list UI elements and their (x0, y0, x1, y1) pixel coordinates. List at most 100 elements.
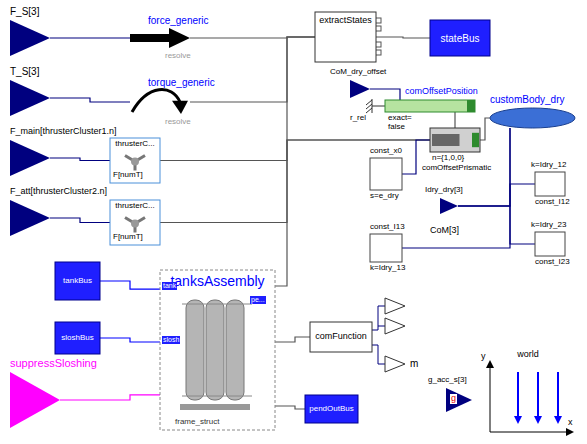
block-frame (535, 232, 565, 256)
parameter-label: resolve (165, 52, 191, 61)
torque-arc (132, 90, 180, 112)
node-label: T_S[3] (10, 66, 39, 77)
node-label: CoM_dry_offset (330, 68, 386, 77)
comfunction-outputs (372, 298, 405, 372)
node-label: k=Idry_12 (531, 161, 566, 170)
connector (275, 406, 305, 409)
bus-fill (305, 395, 358, 423)
thruster-frame (110, 200, 160, 245)
connector (50, 158, 110, 161)
node-shape (370, 234, 402, 262)
node-label: force_generic (148, 15, 209, 26)
node-shape (535, 172, 565, 196)
bus-connector: pendOutBus (305, 395, 358, 423)
port-label: pe... (250, 296, 266, 304)
node-shape (160, 270, 275, 430)
node-shape (10, 372, 60, 428)
gain-block: k=Idry_23const_I23 (535, 232, 565, 256)
gain-block: k=Idry_12const_I12 (535, 172, 565, 196)
node-shape (130, 90, 190, 114)
connector (402, 128, 510, 248)
triangle (440, 198, 458, 214)
tank-cylinder (186, 300, 204, 400)
input-triangle: T_S[3] (10, 80, 50, 116)
parameter-label: n={1,0,0} (432, 154, 464, 163)
tanks-assembly: tanksAssembly (160, 270, 275, 430)
node-label: thrusterC... (115, 140, 155, 149)
tank-struts (182, 304, 252, 396)
translation-bar (385, 100, 475, 112)
axis-heads (486, 360, 574, 436)
connector (458, 184, 535, 206)
connector (480, 118, 490, 140)
input-triangle: CoM_dry_offset (350, 80, 370, 98)
block-frame (370, 234, 402, 262)
node-label: comFunction (315, 332, 367, 342)
connector (100, 281, 160, 289)
node-label: k=Idry_13 (370, 264, 405, 273)
parameter-label: r_rel (350, 114, 366, 123)
node-shape (385, 100, 475, 112)
node-label: tankBus (63, 277, 92, 286)
triangle (10, 200, 50, 236)
signal-name: CoM[3] (430, 226, 459, 236)
node-label: world (517, 350, 539, 360)
constant-block: const_x0s=e_dry (370, 158, 402, 190)
force-block: force_generic (130, 28, 190, 48)
node-shape (10, 140, 50, 176)
block-frame (310, 322, 372, 352)
parameter-label: exact= (388, 114, 412, 123)
node-label: Idry_dry[3] (425, 186, 463, 195)
bus-connector: stateBus (430, 20, 490, 56)
node-label: k=Idry_23 (531, 221, 566, 230)
force-arrow (130, 28, 190, 48)
bus-fill (430, 20, 490, 56)
frame-end (472, 133, 479, 147)
connector (370, 89, 400, 100)
node-label: pendOutBus (309, 405, 353, 414)
joint-slider (432, 134, 460, 146)
extract-block: extractStates (315, 12, 376, 62)
thruster-nozzles (125, 218, 145, 233)
bus-connector: sloshBus (55, 322, 100, 354)
node-label: stateBus (441, 33, 480, 44)
thruster-frame (110, 138, 160, 183)
connector (458, 206, 535, 244)
triangle (350, 80, 370, 98)
node-label: customBody_dry (490, 94, 564, 105)
port-label: slosh (162, 336, 180, 344)
parameter-label: resolve (165, 118, 191, 127)
connector (50, 218, 110, 223)
node-label: sloshBus (61, 334, 93, 343)
output-triangle (385, 318, 405, 334)
connector (100, 338, 160, 342)
connector (190, 37, 315, 102)
input-triangle: F_att[thrusterCluster2.n] (10, 200, 50, 236)
connector (50, 98, 130, 102)
gravity-head (514, 416, 522, 424)
node-label: F_att[thrusterCluster2.n] (10, 187, 107, 197)
block-frame (370, 158, 402, 190)
block-frame (315, 12, 376, 62)
gravity-input (446, 388, 472, 412)
node-label: comOffsetPrismatic (422, 164, 491, 173)
connector (50, 37, 130, 38)
triangle (10, 80, 50, 116)
frame-end (467, 100, 475, 112)
triangle (10, 140, 50, 176)
prismatic-joint: comOffsetPrismatic (430, 128, 480, 152)
input-triangle: Idry_dry[3] (440, 198, 458, 214)
node-label: F_S[3] (10, 6, 39, 17)
axis-label: y (481, 352, 486, 362)
body-block: customBody_dry (490, 108, 575, 128)
node-shape (130, 28, 190, 48)
axis-label: x (568, 418, 573, 428)
joint-frame (430, 128, 480, 152)
world-block: world (478, 348, 578, 440)
thruster-cluster: thrusterC...F[numT] (110, 138, 160, 183)
ground-symbol (366, 99, 385, 113)
node-shape (478, 348, 578, 440)
tank-cylinder (226, 300, 244, 400)
signal-name: g_acc_s[3] (428, 376, 467, 385)
node-shape (10, 200, 50, 236)
